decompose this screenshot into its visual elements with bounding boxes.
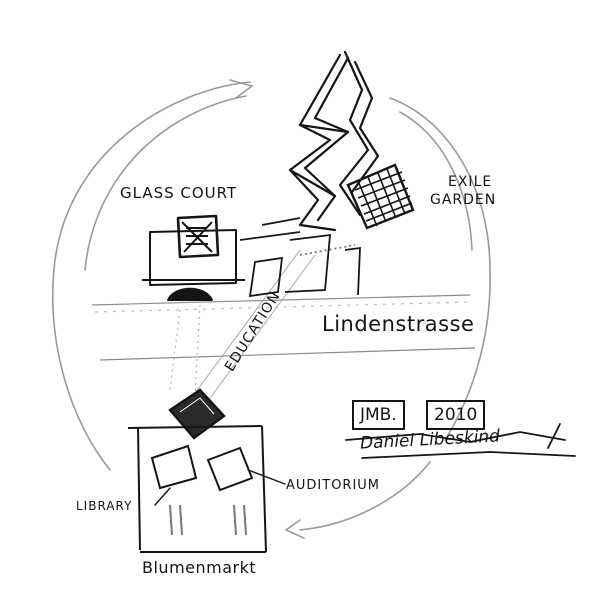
signature-strokes: [345, 423, 576, 459]
stamp-year: 2010: [426, 400, 486, 430]
label-blumenmarkt: Blumenmarkt: [142, 558, 257, 577]
education-cube: [168, 388, 226, 440]
circulation-arcs: [52, 79, 491, 539]
label-lindenstrasse: Lindenstrasse: [322, 312, 475, 336]
glass-court-building: [142, 214, 245, 301]
lower-building: [127, 425, 267, 553]
label-auditorium: AUDITORIUM: [286, 478, 381, 493]
exile-garden-grid: [346, 163, 415, 230]
label-exile-garden-line1: EXILE: [448, 174, 493, 190]
label-library: LIBRARY: [76, 499, 133, 513]
diagonal-axis: [169, 249, 316, 406]
zigzag-building: [288, 50, 380, 232]
label-glass-court: GLASS COURT: [120, 184, 238, 202]
connector-buildings: [239, 217, 361, 298]
label-arrows: [154, 469, 286, 506]
stamp-jmb: JMB.: [352, 400, 405, 430]
label-exile-garden-line2: GARDEN: [430, 192, 497, 208]
street-lines: [91, 294, 476, 361]
